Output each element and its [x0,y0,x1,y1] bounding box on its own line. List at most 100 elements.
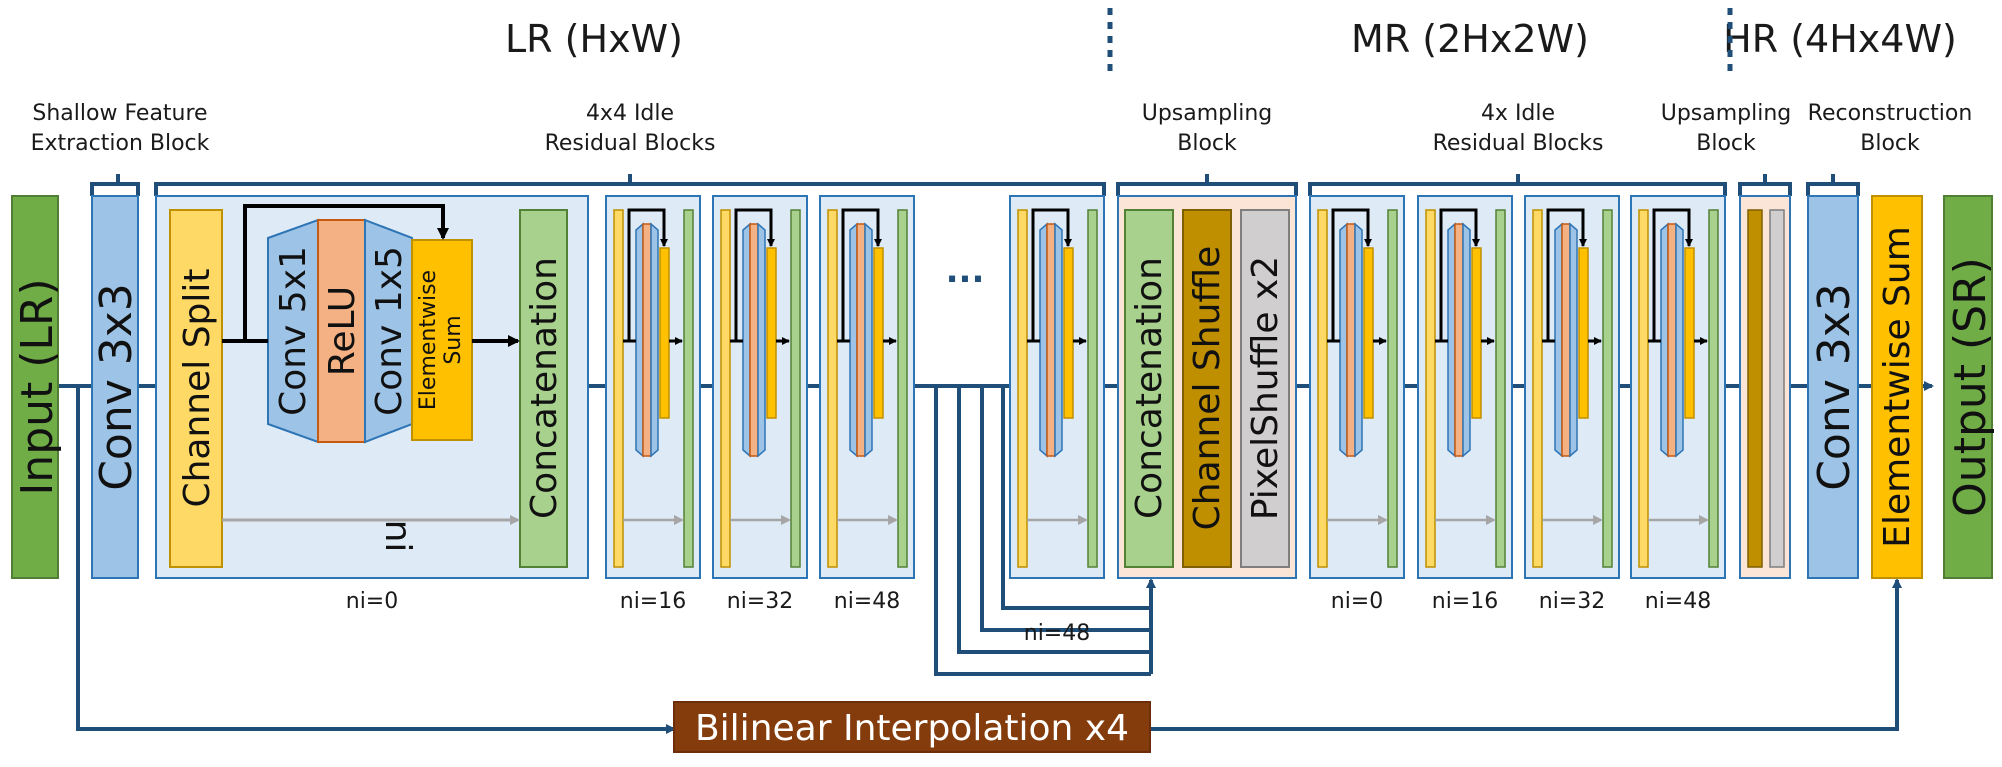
elementwise-sum-label: Elementwise Sum [1877,226,1918,548]
output-label: Output (SR) [1945,257,1996,517]
conv1x5-label: Conv 1x5 [369,246,410,416]
mini-conv1x5 [864,222,873,458]
concat-feed-lines [934,386,1156,676]
mini-skip-arrow [627,208,668,341]
section-title-lr: LR (HxW) [505,17,683,61]
feed-line-3 [980,386,1151,632]
mini-conv1x5 [757,222,766,458]
brace-idle-mr [1308,174,1727,196]
mini-skip-arrow [1652,208,1693,341]
ni-label-lr-2: ni=32 [727,589,793,614]
bilinear-skip-right [1150,578,1902,731]
mini-skip-arrow [734,208,775,341]
idle-residual-block-mr_0: ni=0 [1309,195,1405,614]
mini-channel-split [1425,209,1436,568]
mini-channel-split [1317,209,1328,568]
mini-channel-split [1532,209,1543,568]
mini-conv5x1 [1447,222,1456,458]
relu-block [317,219,366,443]
mini-conv1x5 [650,222,659,458]
caption-reconstruction-line2: Block [1860,131,1920,156]
mini-skip-arrow [1439,208,1480,341]
feed-line-4 [1001,386,1151,610]
elementwise-sum-block [1871,195,1923,579]
mini-skip-arrow [1031,208,1072,341]
ni-label-lr-3: ni=48 [834,589,900,614]
mini-conv5x1 [635,222,644,458]
mini-conv1x5 [1354,222,1363,458]
mini-skip-arrow [841,208,882,341]
conv5x1-label: Conv 5x1 [273,246,314,416]
identity-skip-arrow [243,204,449,341]
mini-conv5x1 [849,222,858,458]
idle-residual-block-lr_1: ni=16 [605,195,701,614]
upsampling-concatenation-block [1124,209,1174,568]
mini-conv1x5 [1462,222,1471,458]
mini-channel-split [1017,209,1028,568]
mini-relu [1667,223,1677,457]
caption-idle-lr-line2: Residual Blocks [545,131,716,156]
idle-residual-block-mr_2: ni=32 [1524,195,1620,614]
idle-residual-block-mr_1: ni=16 [1417,195,1513,614]
caption-shallow-line2: Extraction Block [31,131,210,156]
pixelshuffle-label: PixelShuffle x2 [1245,256,1286,520]
mini-elementwise-sum [766,247,777,419]
caption-upsampling2-line1: Upsampling [1661,101,1792,126]
ni-label-mr-1: ni=16 [1432,589,1498,614]
upsampling-concatenation-label: Concatenation [1129,257,1170,519]
mini-relu [1046,223,1056,457]
mini-concatenation [683,209,694,568]
caption-upsampling2-line2: Block [1696,131,1756,156]
ni-label-lr-0: ni=0 [346,589,399,614]
mini-concatenation [897,209,908,568]
lr-ellipsis: ... [946,251,985,291]
mini-concatenation [1708,209,1719,568]
idle-residual-block-lr_2: ni=32 [712,195,808,614]
mini-elementwise-sum [1363,247,1374,419]
mini-elementwise-sum [1578,247,1589,419]
bilinear-interpolation-label: Bilinear Interpolation x4 [695,708,1129,749]
mini-relu [749,223,759,457]
section-title-hr: HR (4Hx4W) [1723,17,1957,61]
mini-relu [1346,223,1356,457]
mini-elementwise-sum [1471,247,1482,419]
ni-label-lr-4: ni=48 [1024,621,1090,646]
shallow-conv3x3-block [91,195,139,579]
mini-channel-split [1638,209,1649,568]
mini-elementwise-sum [1684,247,1695,419]
channel-shuffle-block [1182,209,1232,568]
output-block [1943,195,1993,579]
brace-upsampling2 [1738,174,1792,196]
input-block [11,195,59,579]
mini-elementwise-sum [659,247,670,419]
pixelshuffle-block [1240,209,1290,568]
bilinear-interpolation-block [673,701,1151,753]
channel-split-label: Channel Split [177,268,218,507]
brace-shallow [90,174,140,196]
mini-concatenation [1087,209,1098,568]
mini-channel-split [827,209,838,568]
mini-conv5x1 [1660,222,1669,458]
mini-skip-arrow [1331,208,1372,341]
mini-conv5x1 [1339,222,1348,458]
mini-conv1x5 [1569,222,1578,458]
mini-conv5x1 [1554,222,1563,458]
mini-relu [856,223,866,457]
mini-elementwise-sum [1063,247,1074,419]
caption-idle-mr-line1: 4x Idle [1481,101,1555,126]
channel-split-block [169,209,223,568]
idle-residual-block-lr_3: ni=48 [819,195,915,614]
brace-reconstruction [1806,174,1860,196]
mini-skip-arrow [1546,208,1587,341]
mini-concatenation [790,209,801,568]
mr-idle-blocks-group: ni=0 ni=16 ni=32 ni=48 [1309,195,1726,614]
ni-label-lr-1: ni=16 [620,589,686,614]
mini-concatenation [1495,209,1506,568]
feed-line-1 [934,386,1151,676]
mini-concatenation [1387,209,1398,568]
idle-residual-block-mr_3: ni=48 [1630,195,1726,614]
mini-elementwise-sum [873,247,884,419]
idle-residual-block-lr_4: ni=48 [1009,195,1105,646]
elementwise-sum-small-label-line2: Sum [441,315,466,364]
ni-label-mr-2: ni=32 [1539,589,1605,614]
